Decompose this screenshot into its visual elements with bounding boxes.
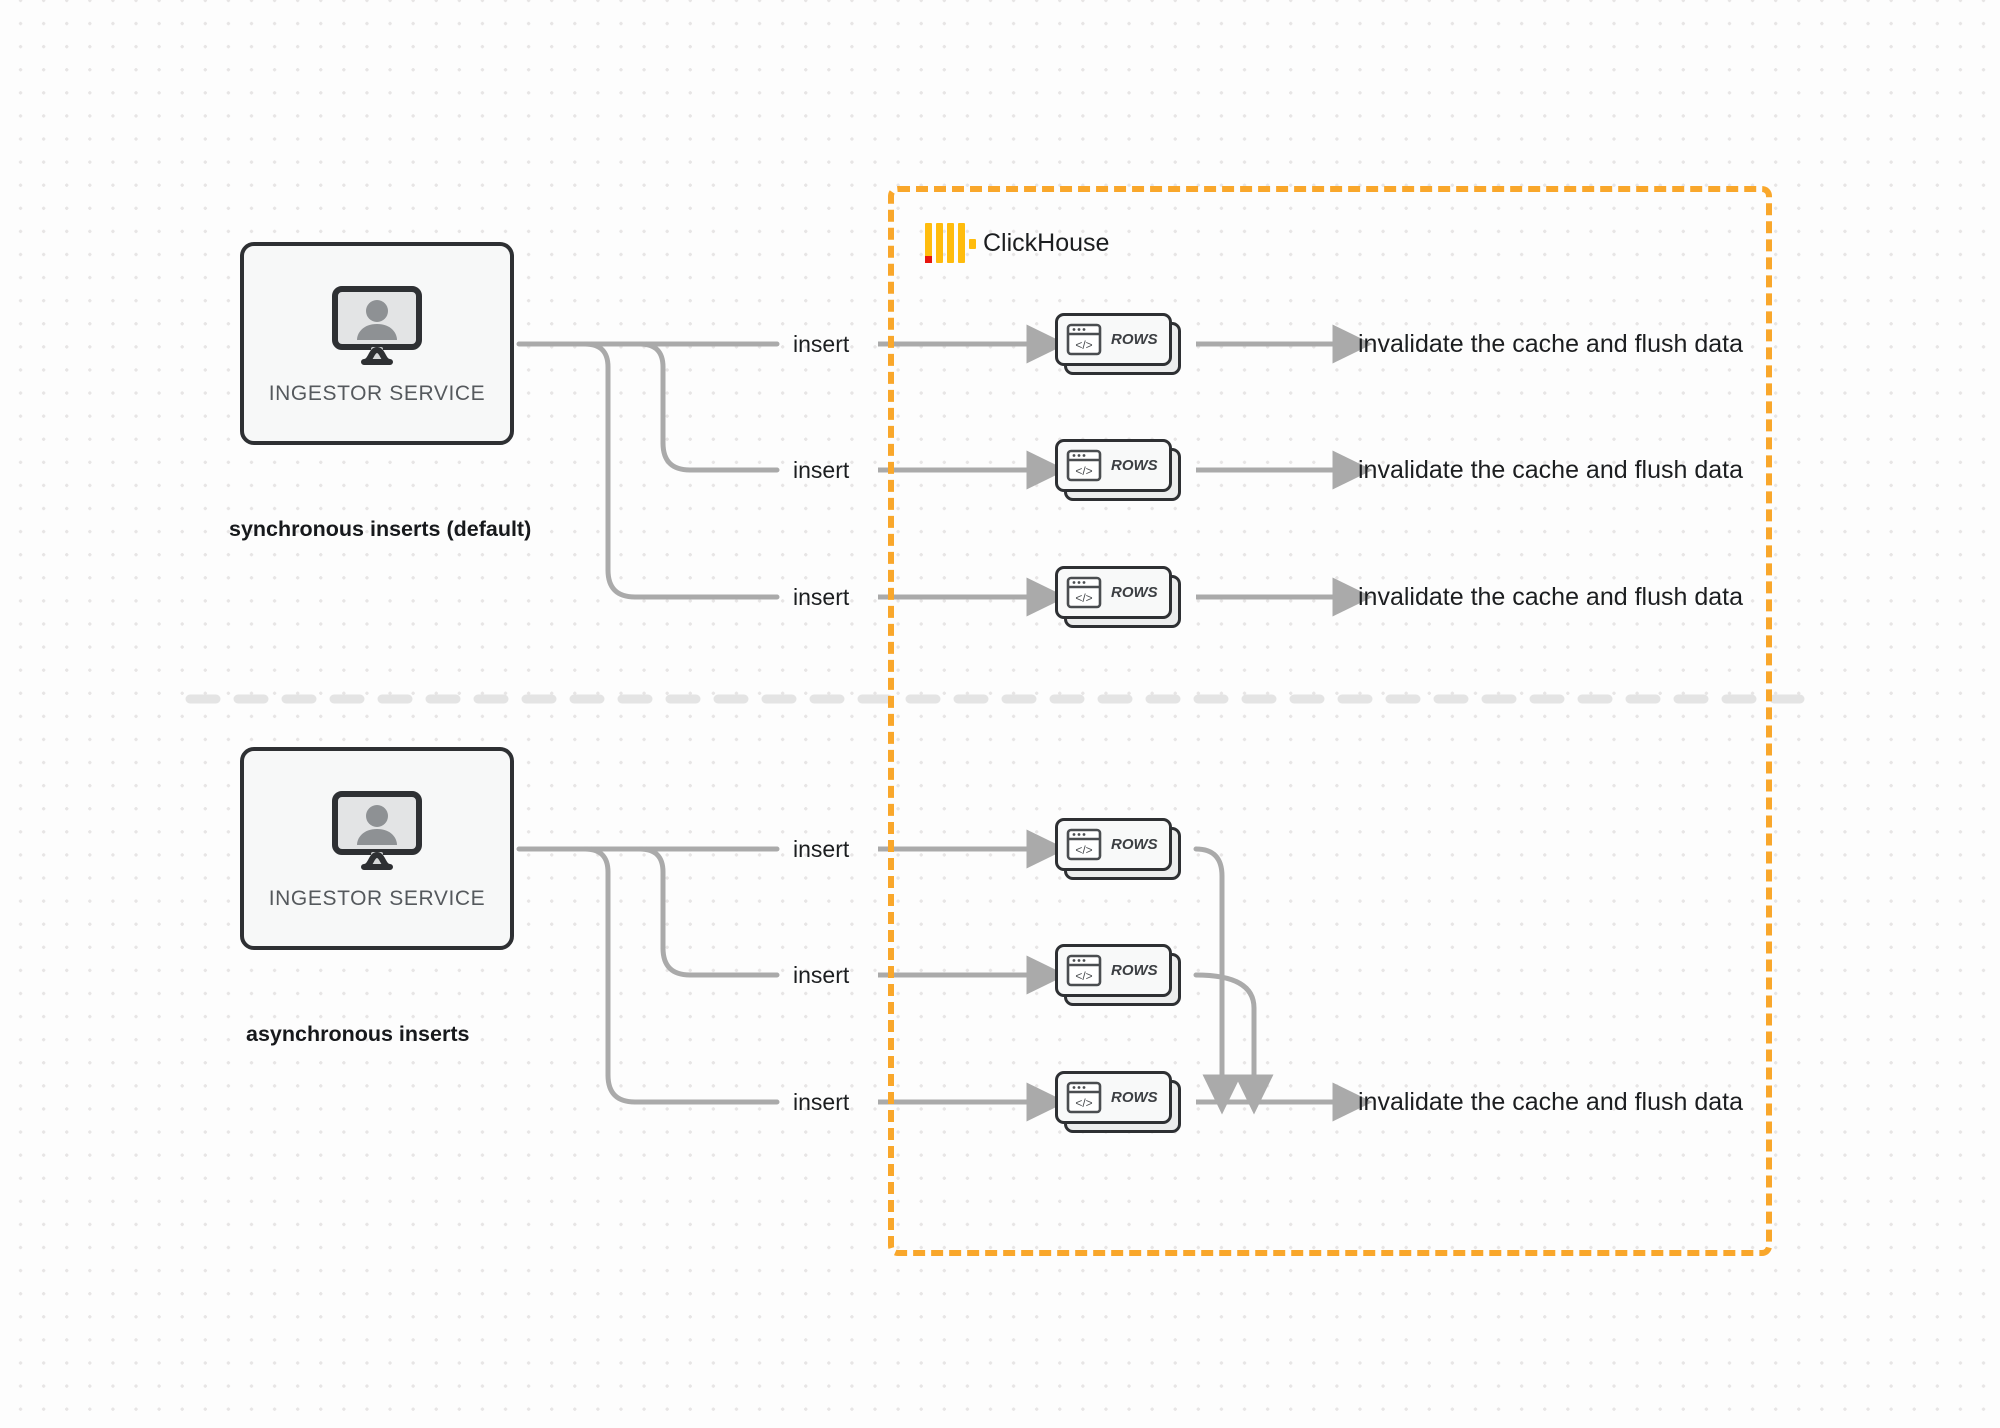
edge-label-insert-sync-1: insert [793,331,850,357]
async-fanout-edges [516,846,780,1105]
async-merge-edges [1193,846,1274,1115]
rows-node-label: ROWS [1111,584,1158,601]
rows-node-label: ROWS [1111,331,1158,348]
flush-label-sync-2: invalidate the cache and flush data [1358,456,1743,484]
async-insert-arrows [878,829,1067,1122]
code-window-icon: </> [1066,576,1102,609]
flush-label-async: invalidate the cache and flush data [1358,1088,1743,1116]
rows-node-sync-1[interactable]: </> ROWS [1055,313,1181,375]
flush-label-sync-3: invalidate the cache and flush data [1358,583,1743,611]
flush-label-sync-1: invalidate the cache and flush data [1358,330,1743,358]
monitor-user-icon [331,285,423,368]
edge-label-insert-async-2: insert [793,962,850,988]
svg-text:</>: </> [1075,969,1092,983]
sync-insert-arrows [878,324,1067,617]
ingestor-service-async[interactable]: INGESTOR SERVICE [240,747,514,950]
svg-text:</>: </> [1075,1096,1092,1110]
svg-text:</>: </> [1075,843,1092,857]
rows-node-async-1[interactable]: </> ROWS [1055,818,1181,880]
clickhouse-brand: ClickHouse [925,223,1109,263]
code-window-icon: </> [1066,1081,1102,1114]
section-caption-sync: synchronous inserts (default) [229,517,532,541]
ingestor-service-sync[interactable]: INGESTOR SERVICE [240,242,514,445]
rows-node-label: ROWS [1111,962,1158,979]
edge-label-insert-sync-3: insert [793,584,850,610]
clickhouse-boundary [888,186,1772,1256]
rows-node-sync-2[interactable]: </> ROWS [1055,439,1181,501]
rows-node-card: </> ROWS [1055,566,1172,619]
monitor-user-icon [331,790,423,873]
svg-text:</>: </> [1075,591,1092,605]
rows-node-card: </> ROWS [1055,313,1172,366]
rows-node-card: </> ROWS [1055,1071,1172,1124]
code-window-icon: </> [1066,954,1102,987]
rows-node-label: ROWS [1111,457,1158,474]
edge-label-insert-sync-2: insert [793,457,850,483]
edge-label-insert-async-3: insert [793,1089,850,1115]
rows-node-card: </> ROWS [1055,439,1172,492]
clickhouse-logo-icon [925,223,976,263]
ingestor-service-label: INGESTOR SERVICE [268,381,486,405]
section-caption-async: asynchronous inserts [246,1022,470,1046]
rows-node-sync-3[interactable]: </> ROWS [1055,566,1181,628]
svg-text:</>: </> [1075,464,1092,478]
ingestor-service-label: INGESTOR SERVICE [268,886,486,910]
rows-node-async-3[interactable]: </> ROWS [1055,1071,1181,1133]
code-window-icon: </> [1066,323,1102,356]
sync-flush-arrows [1196,324,1373,617]
code-window-icon: </> [1066,828,1102,861]
clickhouse-brand-label: ClickHouse [983,228,1110,257]
svg-text:</>: </> [1075,338,1092,352]
sync-fanout-edges [516,341,780,600]
rows-node-label: ROWS [1111,1089,1158,1106]
rows-node-card: </> ROWS [1055,818,1172,871]
code-window-icon: </> [1066,449,1102,482]
rows-node-async-2[interactable]: </> ROWS [1055,944,1181,1006]
rows-node-card: </> ROWS [1055,944,1172,997]
edge-label-insert-async-1: insert [793,836,850,862]
rows-node-label: ROWS [1111,836,1158,853]
